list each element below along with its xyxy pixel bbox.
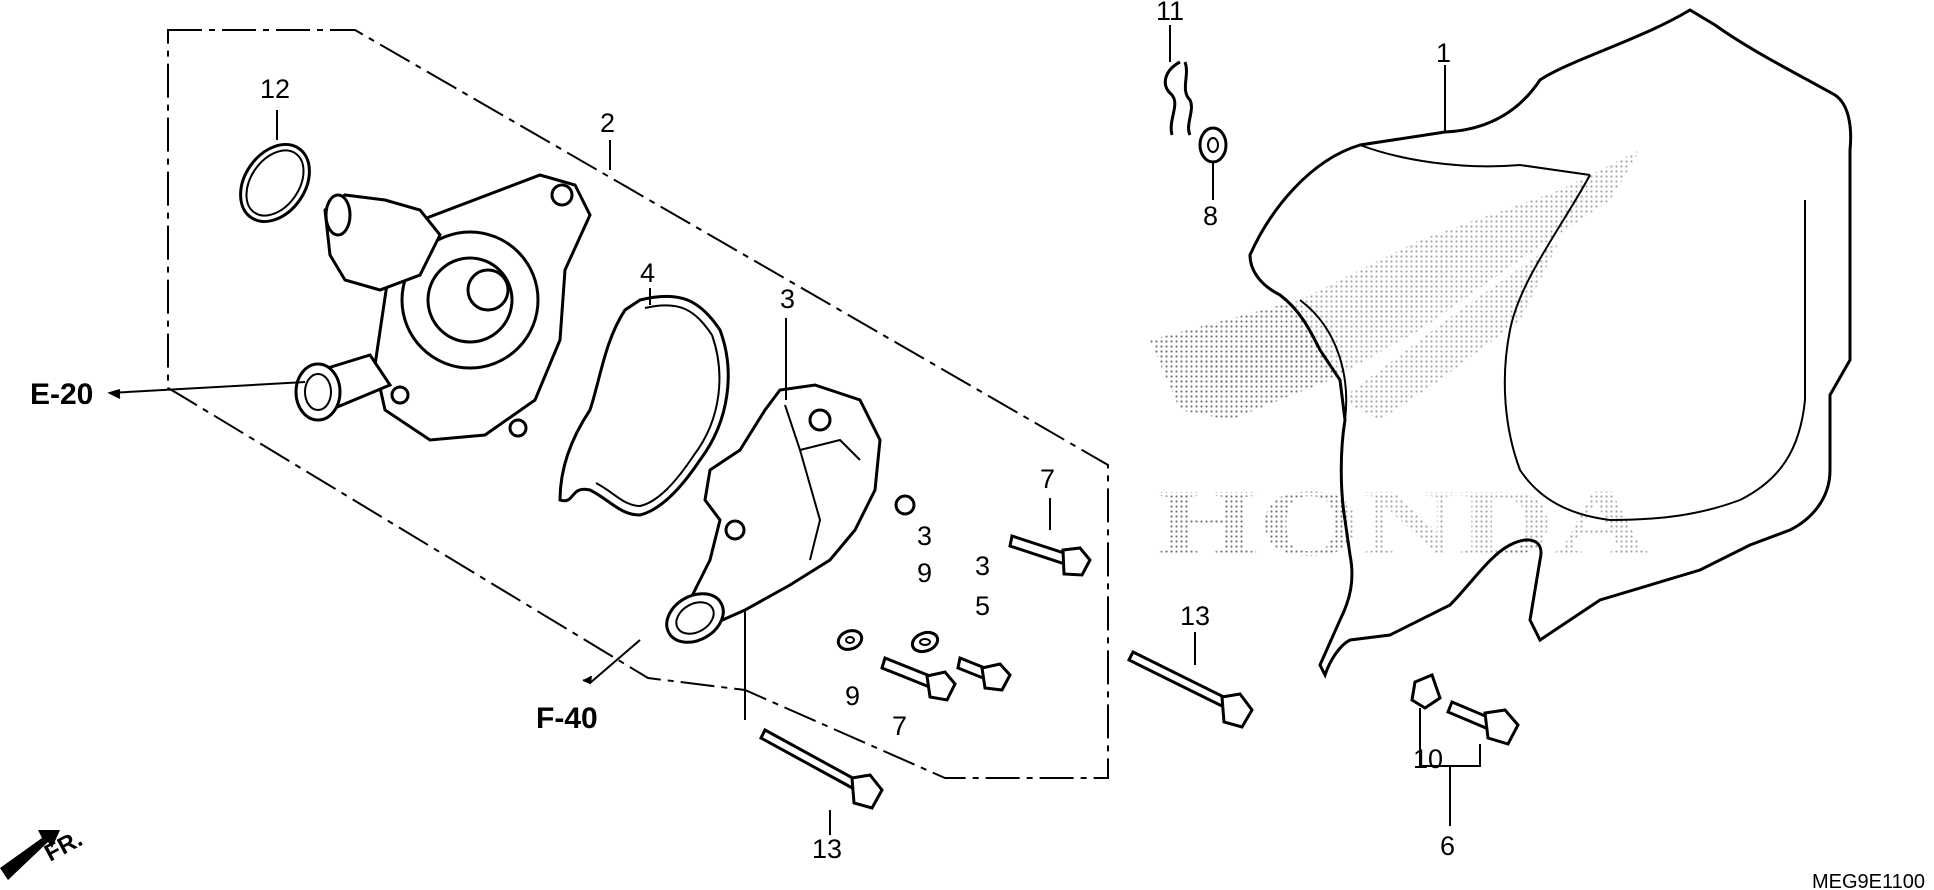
ref-e20: E-20 <box>30 378 93 411</box>
part-12-o-ring <box>239 143 311 223</box>
callout-13: 13 <box>1180 601 1210 631</box>
part-7-bolt-upper <box>1008 534 1092 577</box>
honda-logo-text: HONDA <box>1155 469 1650 576</box>
callout-9: 9 <box>845 681 860 711</box>
callout-13: 13 <box>812 834 842 864</box>
callout-7: 7 <box>1040 464 1055 494</box>
callout-3: 3 <box>975 551 990 581</box>
part-4-gasket <box>558 294 730 517</box>
ref-f40: F-40 <box>536 702 598 735</box>
diagram-code: MEG9E1100 <box>1812 871 1925 890</box>
part-5-bolt <box>956 655 1012 692</box>
callout-6: 6 <box>1440 831 1455 861</box>
callout-9: 9 <box>917 558 932 588</box>
callout-1: 1 <box>1436 38 1451 68</box>
part-9-washer-left <box>836 629 864 651</box>
callout-8: 8 <box>1203 201 1218 231</box>
front-direction-arrow: FR. <box>0 825 87 880</box>
callout-12: 12 <box>260 74 290 104</box>
callout-3: 3 <box>780 284 795 314</box>
callout-5: 5 <box>975 591 990 621</box>
callout-10: 10 <box>1413 744 1443 774</box>
part-3-pump-cover <box>665 383 916 644</box>
callout-11: 11 <box>1156 0 1184 26</box>
part-6-bolt <box>1446 700 1520 746</box>
part-13-bolt-left <box>759 727 884 810</box>
callout-4: 4 <box>640 258 655 288</box>
honda-wing-watermark: HONDA <box>1150 150 1650 576</box>
assembly-boundary <box>167 29 1109 779</box>
leader-lines <box>107 25 1481 835</box>
part-7-bolt-lower <box>880 655 957 702</box>
part-10-collar <box>1410 673 1442 710</box>
part-13-bolt-right <box>1126 649 1254 729</box>
part-11-clip <box>1163 60 1193 136</box>
callout-2: 2 <box>600 108 615 138</box>
callout-3: 3 <box>917 521 932 551</box>
part-2-water-pump <box>294 173 592 442</box>
part-8-washer <box>1198 126 1228 164</box>
part-9-washer-right <box>910 630 940 654</box>
callout-7: 7 <box>892 711 907 741</box>
part-1-cover <box>1248 8 1853 679</box>
